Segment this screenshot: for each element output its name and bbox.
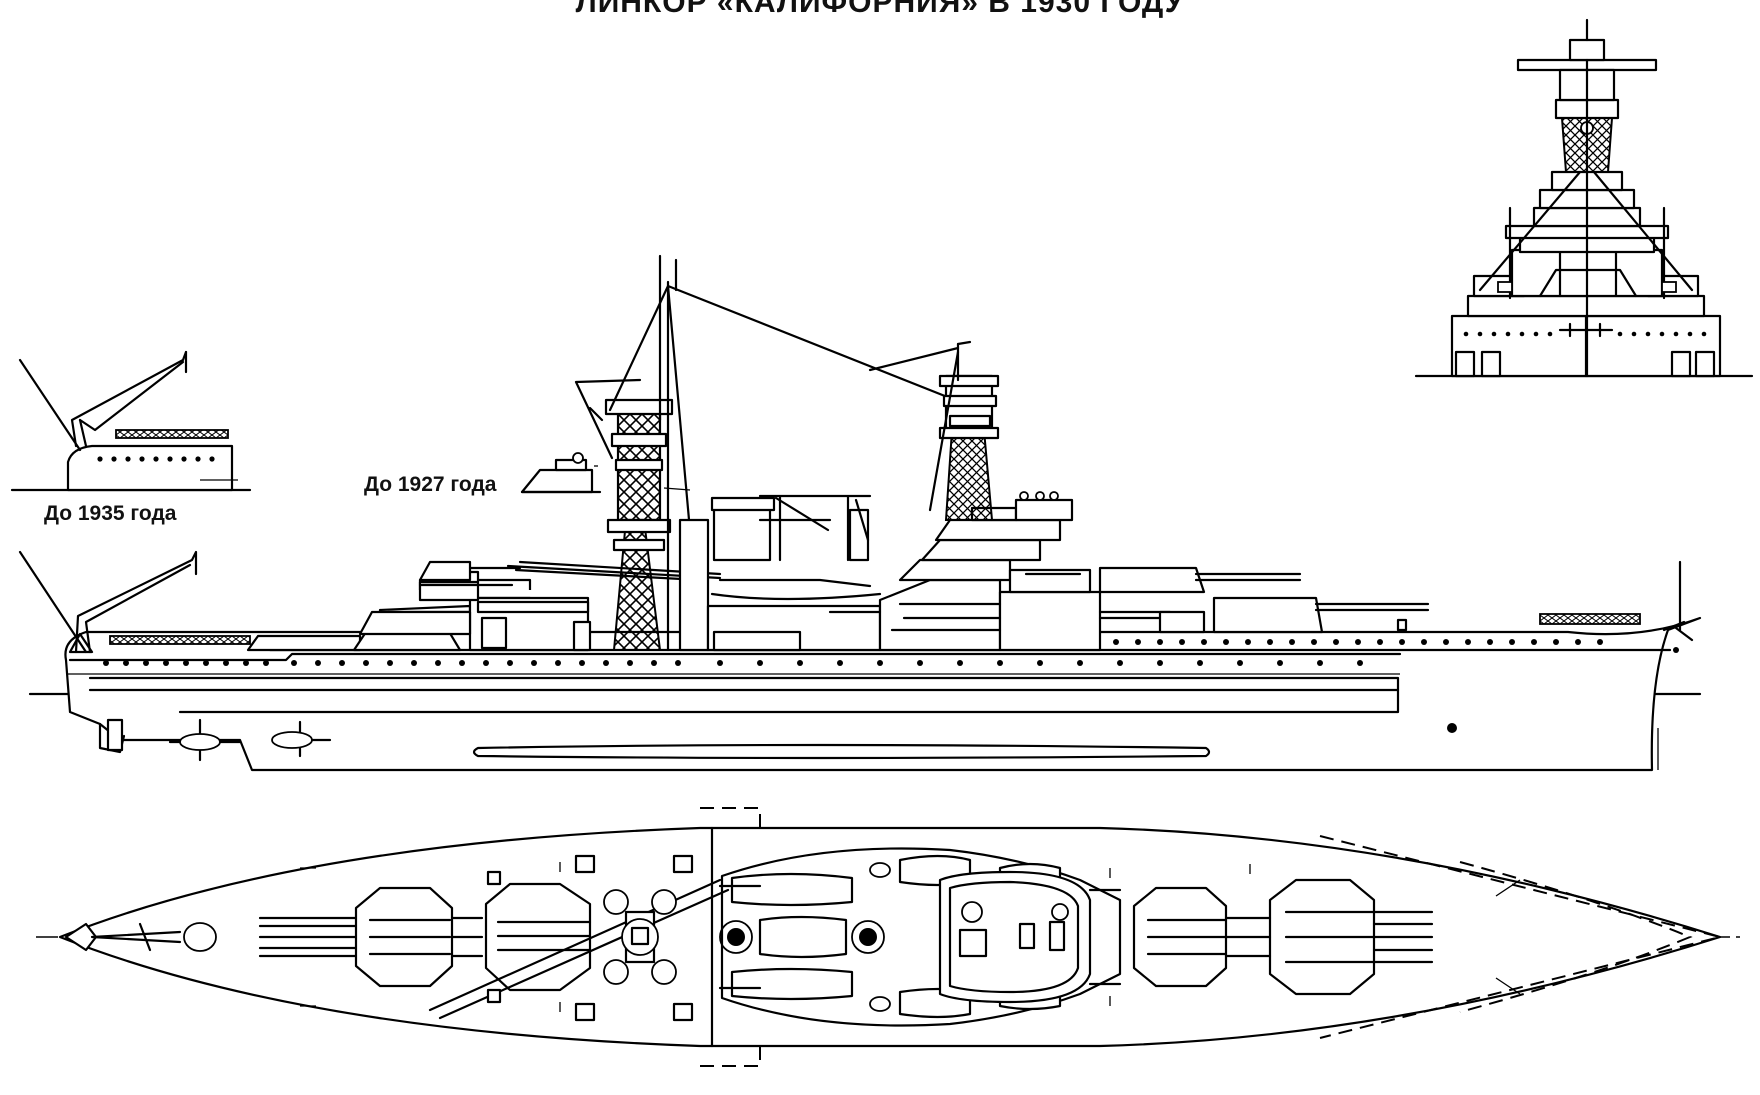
propellers bbox=[98, 718, 332, 762]
turrets-profile bbox=[358, 560, 1430, 636]
drawing-title: ЛИНКОР «КАЛИФОРНИЯ» В 1930 ГОДУ bbox=[575, 0, 1185, 19]
plan-forward-superstructure bbox=[938, 870, 1122, 1004]
aft-lattice-mast bbox=[574, 254, 962, 652]
forward-superstructure bbox=[878, 491, 1102, 652]
bow-details bbox=[1539, 560, 1694, 653]
portholes-profile bbox=[103, 639, 1603, 666]
label-bridge-before-1927: До 1927 года bbox=[364, 473, 497, 496]
plan-view bbox=[36, 807, 1740, 1067]
inset-portholes bbox=[97, 456, 215, 462]
label-crane-before-1935: До 1935 года bbox=[44, 502, 177, 525]
inset-crane-before-1935 bbox=[10, 350, 252, 492]
plan-aft-mast bbox=[603, 889, 677, 985]
forward-lattice-mast bbox=[868, 340, 1000, 521]
inset-bridge-before-1927 bbox=[520, 452, 602, 494]
plan-fittings bbox=[300, 862, 1521, 1012]
stern-crane bbox=[18, 550, 251, 654]
profile-view bbox=[18, 254, 1702, 772]
front-view bbox=[1414, 18, 1754, 378]
